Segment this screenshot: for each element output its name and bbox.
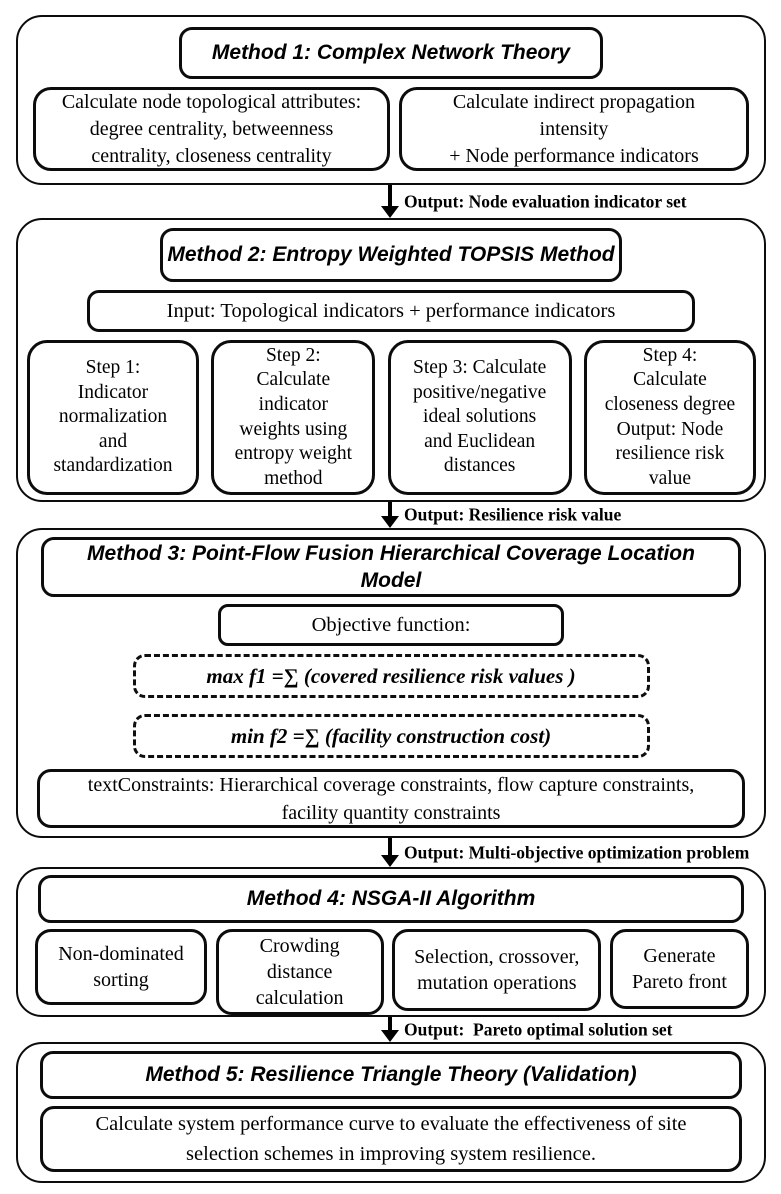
method2-title-box: Method 2: Entropy Weighted TOPSIS Method [160, 228, 622, 282]
method3-constraints-box: textConstraints: Hierarchical coverage c… [37, 769, 745, 828]
down-arrow-icon [388, 185, 392, 206]
arrow-method2-to-method3: Output: Resilience risk value [0, 502, 781, 528]
method5-validation-box: Calculate system performance curve to ev… [40, 1106, 742, 1172]
down-arrow-head-icon [381, 1030, 399, 1042]
method2-output-label: Output: Resilience risk value [404, 504, 622, 525]
method1-output-label: Output: Node evaluation indicator set [404, 191, 687, 211]
down-arrow-icon [388, 838, 392, 855]
method4-pareto-front-box: Generate Pareto front [609, 929, 749, 1009]
arrow-method1-to-method2: Output: Node evaluation indicator set [0, 185, 781, 218]
method1-propagation-intensity-box: Calculate indirect propagation intensity… [399, 87, 749, 171]
down-arrow-icon [388, 502, 392, 516]
arrow-method3-to-method4: Output: Multi-objective optimization pro… [0, 838, 781, 867]
method3-objective-min-box: min f2 =∑ (facility construction cost) [132, 714, 650, 758]
method2-step2-box: Step 2: Calculate indicator weights usin… [211, 340, 376, 495]
method3-output-label: Output: Multi-objective optimization pro… [404, 842, 750, 862]
down-arrow-head-icon [381, 855, 399, 867]
method5-section: Method 5: Resilience Triangle Theory (Va… [16, 1042, 766, 1183]
arrow-method4-to-method5: Output: Pareto optimal solution set [0, 1017, 781, 1042]
method2-steps-row: Step 1: Indicator normalization and stan… [18, 340, 764, 495]
method1-topological-attributes-box: Calculate node topological attributes: d… [33, 87, 390, 171]
method1-section: Method 1: Complex Network Theory Calcula… [16, 15, 766, 185]
method2-step1-box: Step 1: Indicator normalization and stan… [27, 340, 199, 495]
method3-title-box: Method 3: Point-Flow Fusion Hierarchical… [41, 537, 741, 597]
down-arrow-head-icon [381, 516, 399, 528]
method3-section: Method 3: Point-Flow Fusion Hierarchical… [16, 528, 766, 838]
method2-section: Method 2: Entropy Weighted TOPSIS Method… [16, 218, 766, 502]
method4-title-box: Method 4: NSGA-II Algorithm [38, 875, 744, 923]
method5-title-box: Method 5: Resilience Triangle Theory (Va… [40, 1051, 742, 1099]
method4-crowding-distance-box: Crowding distance calculation [215, 929, 384, 1015]
method1-title-box: Method 1: Complex Network Theory [179, 27, 603, 79]
method2-step3-box: Step 3: Calculate positive/negative idea… [387, 340, 572, 495]
method4-section: Method 4: NSGA-II Algorithm Non-dominate… [16, 867, 766, 1017]
down-arrow-icon [388, 1017, 392, 1030]
down-arrow-head-icon [381, 206, 399, 218]
method1-content-row: Calculate node topological attributes: d… [18, 87, 764, 171]
method4-nondominated-sorting-box: Non-dominated sorting [35, 929, 207, 1005]
method4-output-label: Output: Pareto optimal solution set [404, 1019, 673, 1039]
method4-selection-crossover-box: Selection, crossover, mutation operation… [392, 929, 602, 1011]
method2-input-box: Input: Topological indicators + performa… [87, 290, 695, 332]
method3-objective-max-box: max f1 =∑ (covered resilience risk value… [132, 654, 650, 698]
method3-objective-function-box: Objective function: [218, 604, 564, 646]
method4-steps-row: Non-dominated sorting Crowding distance … [18, 929, 764, 1015]
method2-step4-box: Step 4: Calculate closeness degree Outpu… [583, 340, 756, 495]
